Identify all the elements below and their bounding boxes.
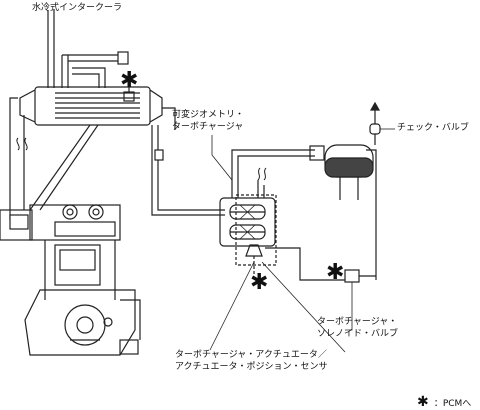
solenoid-label-line2: ソレノイド・バルブ — [317, 329, 399, 339]
legend: ✱ ：PCMへ — [417, 391, 471, 410]
intercooler-sensor — [123, 86, 135, 102]
intercooler-water-pipes — [47, 10, 129, 88]
intercooler-unit — [19, 86, 163, 126]
vacuum-tank — [324, 144, 377, 280]
asterisk-intercooler-sensor: ✱ — [120, 68, 139, 93]
engine-block — [0, 204, 141, 356]
vgt-turbocharger — [219, 197, 276, 247]
legend-text: ：PCMへ — [433, 399, 472, 409]
check-valve-label: チェック・バルブ — [397, 123, 469, 133]
actuator-label-line1: ターボチャージャ・アクチュエータ／ — [175, 350, 327, 360]
asterisk-solenoid: ✱ — [326, 260, 345, 285]
intake-diagonal-pipe — [29, 124, 99, 211]
intercooler-label: 水冷式インタークーラ — [32, 3, 123, 13]
solenoid-valve — [265, 247, 376, 331]
vgt-label-line1: 可変ジオメトリ・ — [172, 110, 245, 120]
asterisk-actuator-sensor: ✱ — [250, 270, 269, 295]
vgt-label-line2: ターボチャージャ — [172, 122, 244, 132]
left-air-pipe — [9, 97, 25, 220]
legend-asterisk: ✱ — [417, 394, 429, 410]
solenoid-label-line1: ターボチャージャ・ — [317, 317, 398, 327]
actuator-label-line2: アクチュエータ・ポジション・センサ — [175, 362, 328, 372]
turbo-dashed-box — [235, 194, 277, 266]
check-valve — [369, 101, 395, 145]
